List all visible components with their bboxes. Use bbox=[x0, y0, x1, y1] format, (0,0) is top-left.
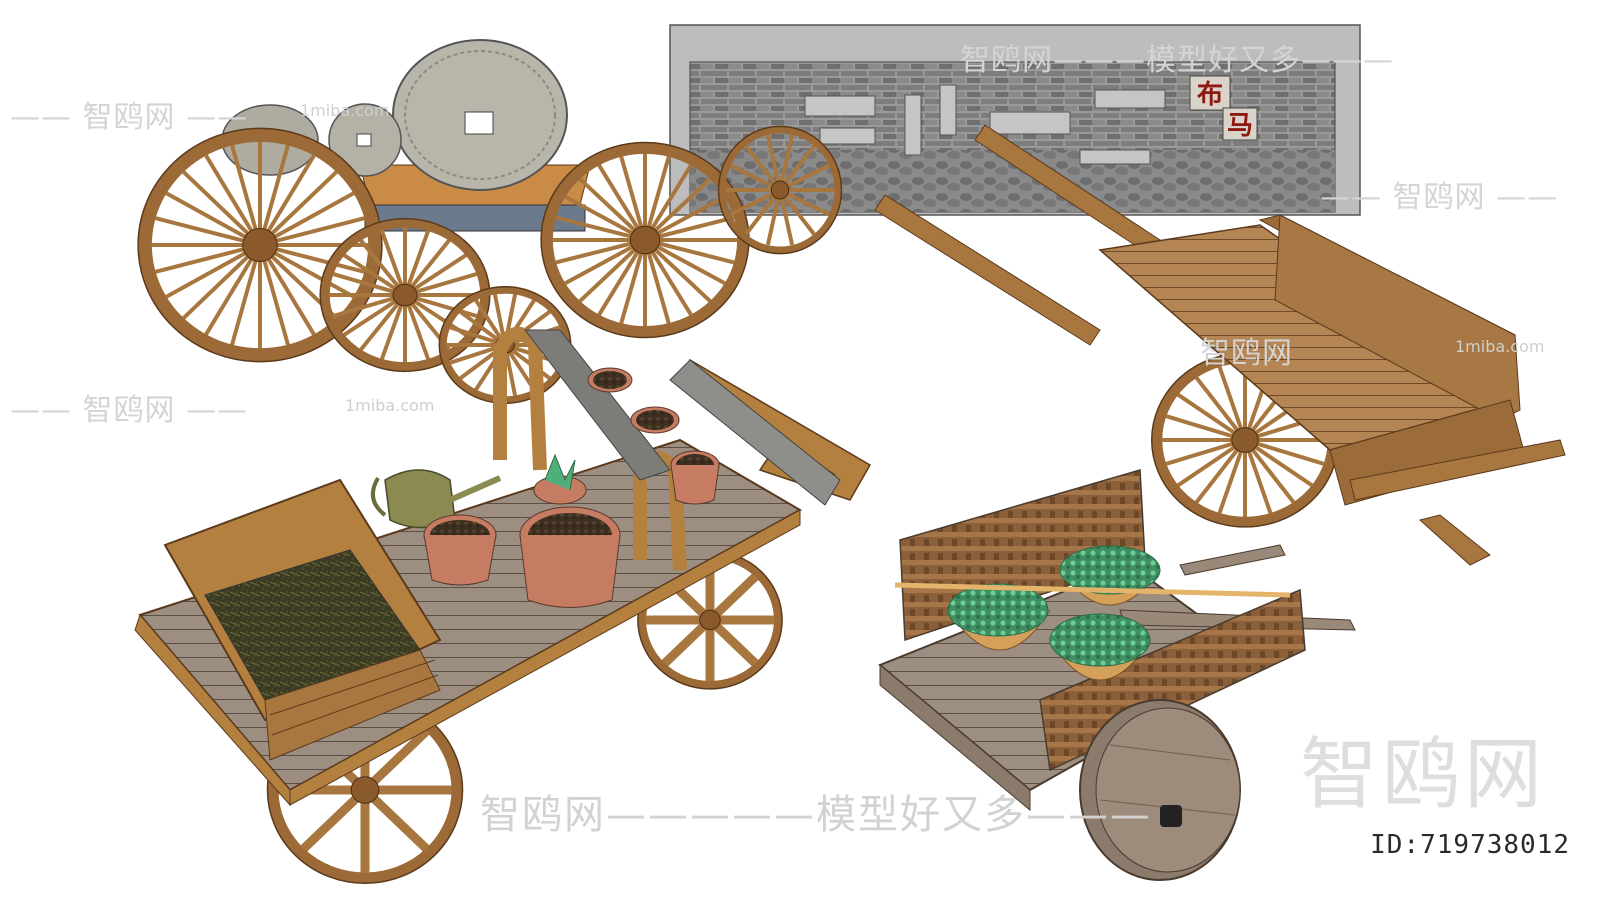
basket-1 bbox=[947, 583, 1051, 651]
water-wheel-1 bbox=[137, 127, 383, 363]
handcart-top-right bbox=[874, 124, 1566, 566]
millstone-small bbox=[328, 103, 402, 177]
pot-row-1 bbox=[587, 367, 633, 393]
pot-row-3 bbox=[670, 450, 720, 505]
millstone-large bbox=[392, 39, 568, 191]
solid-wheel bbox=[1079, 699, 1241, 881]
sign-char-ma: 马 bbox=[1227, 111, 1253, 141]
model-id-label: ID:719738012 bbox=[1370, 830, 1570, 860]
sign-plaque-1 bbox=[1189, 75, 1231, 111]
pot-plant bbox=[533, 453, 587, 505]
brick-wall: 布 马 bbox=[669, 24, 1361, 216]
basket-3 bbox=[1049, 613, 1151, 681]
pot-medium bbox=[423, 514, 497, 586]
basket-cart bbox=[878, 469, 1356, 881]
flower-cart bbox=[134, 326, 872, 807]
carrying-pole bbox=[894, 582, 1291, 598]
pot-row-2 bbox=[630, 406, 680, 434]
flower-pots bbox=[423, 367, 720, 608]
water-wheel-5 bbox=[717, 125, 843, 255]
sign-char-bu: 布 bbox=[1197, 80, 1223, 110]
sign-plaque-2 bbox=[1222, 107, 1258, 141]
water-wheel-4 bbox=[540, 141, 750, 339]
water-wheel-2 bbox=[319, 217, 491, 373]
basket-2 bbox=[1059, 545, 1161, 606]
pot-large bbox=[519, 506, 621, 608]
hay-crate bbox=[163, 478, 442, 761]
produce-baskets bbox=[894, 545, 1291, 681]
